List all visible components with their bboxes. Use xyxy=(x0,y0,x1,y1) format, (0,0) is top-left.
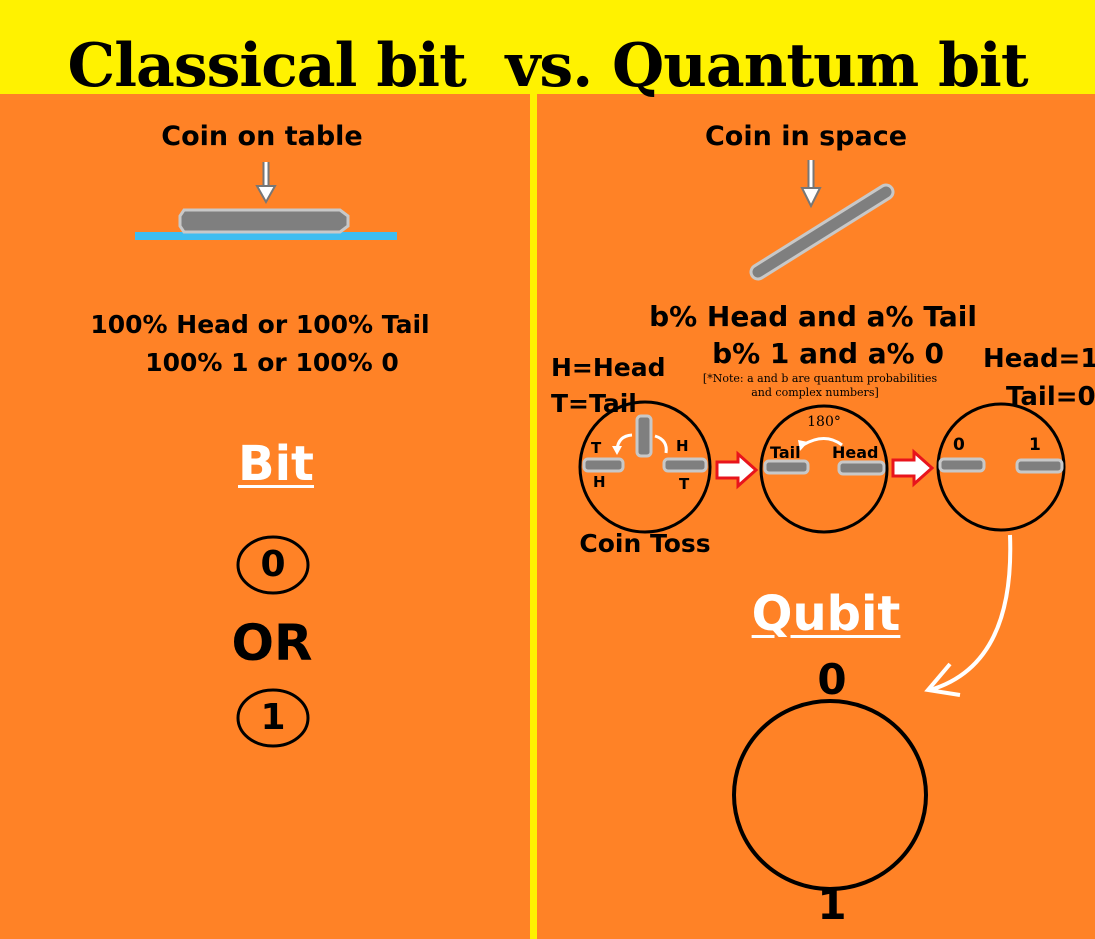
classical-prob-line1: 100% Head or 100% Tail xyxy=(90,310,430,339)
bit-zero-ring xyxy=(236,535,310,595)
coin-flat xyxy=(178,208,350,234)
quantum-prob-line1: b% Head and a% Tail xyxy=(649,300,977,333)
note-line1: [*Note: a and b are quantum probabilitie… xyxy=(702,372,938,385)
coin-toss-left xyxy=(582,457,625,473)
sphere-bottom-label: 1 xyxy=(817,880,847,929)
state-zero-label: 0 xyxy=(953,435,965,455)
down-arrow-icon xyxy=(255,162,277,205)
bit-one: 1 xyxy=(260,697,286,738)
toss-label-h-bottom: H xyxy=(593,473,606,491)
curve-arrow-icon xyxy=(929,534,1013,692)
sphere-top-label: 0 xyxy=(817,655,847,704)
state-circle xyxy=(936,402,1066,532)
page-title: Classical bit vs. Quantum bit xyxy=(67,31,1028,101)
coin-tail xyxy=(763,459,810,475)
coin-zero xyxy=(938,457,986,473)
coin-on-table-label: Coin on table xyxy=(161,121,363,152)
toss-label-t-bottom: T xyxy=(679,475,690,493)
state-one-label: 1 xyxy=(1029,435,1041,455)
table-surface xyxy=(135,232,397,240)
right-arrow-icon xyxy=(891,448,935,488)
coin-toss-vertical xyxy=(635,414,653,458)
toss-label-t-top: T xyxy=(591,439,602,457)
down-arrow-icon xyxy=(800,160,822,209)
bit-heading: Bit xyxy=(238,436,314,492)
coin-head xyxy=(837,460,886,476)
panel-divider xyxy=(530,94,537,939)
right-arrow-icon xyxy=(715,450,759,490)
quantum-prob-line2: b% 1 and a% 0 xyxy=(712,337,944,370)
coin-in-space-label: Coin in space xyxy=(704,121,908,152)
title-banner xyxy=(0,0,1095,94)
toss-circle xyxy=(578,400,712,534)
map-tail: Tail=0 xyxy=(1006,382,1095,412)
or-label: OR xyxy=(231,614,313,672)
rotate-angle: 180° xyxy=(807,414,841,430)
legend-tail: T=Tail xyxy=(551,389,637,418)
qubit-sphere xyxy=(732,699,928,891)
qubit-heading: Qubit xyxy=(751,586,901,642)
bit-zero: 0 xyxy=(260,544,286,585)
rotate-circle xyxy=(759,404,889,534)
bit-one-ring xyxy=(236,688,310,748)
coin-toss-right xyxy=(662,457,708,473)
flip-arrow-icon xyxy=(654,434,668,454)
classical-prob-line2: 100% 1 or 100% 0 xyxy=(145,348,399,377)
coin-toss-caption: Coin Toss xyxy=(579,529,711,558)
toss-label-h-top: H xyxy=(676,437,689,455)
legend-head: H=Head xyxy=(551,353,666,382)
note-line2: and complex numbers] xyxy=(751,386,879,399)
rotate-tail-label: Tail xyxy=(770,443,801,462)
map-head: Head=1 xyxy=(983,344,1095,374)
rotate-head-label: Head xyxy=(832,443,879,462)
coin-one xyxy=(1015,458,1064,474)
